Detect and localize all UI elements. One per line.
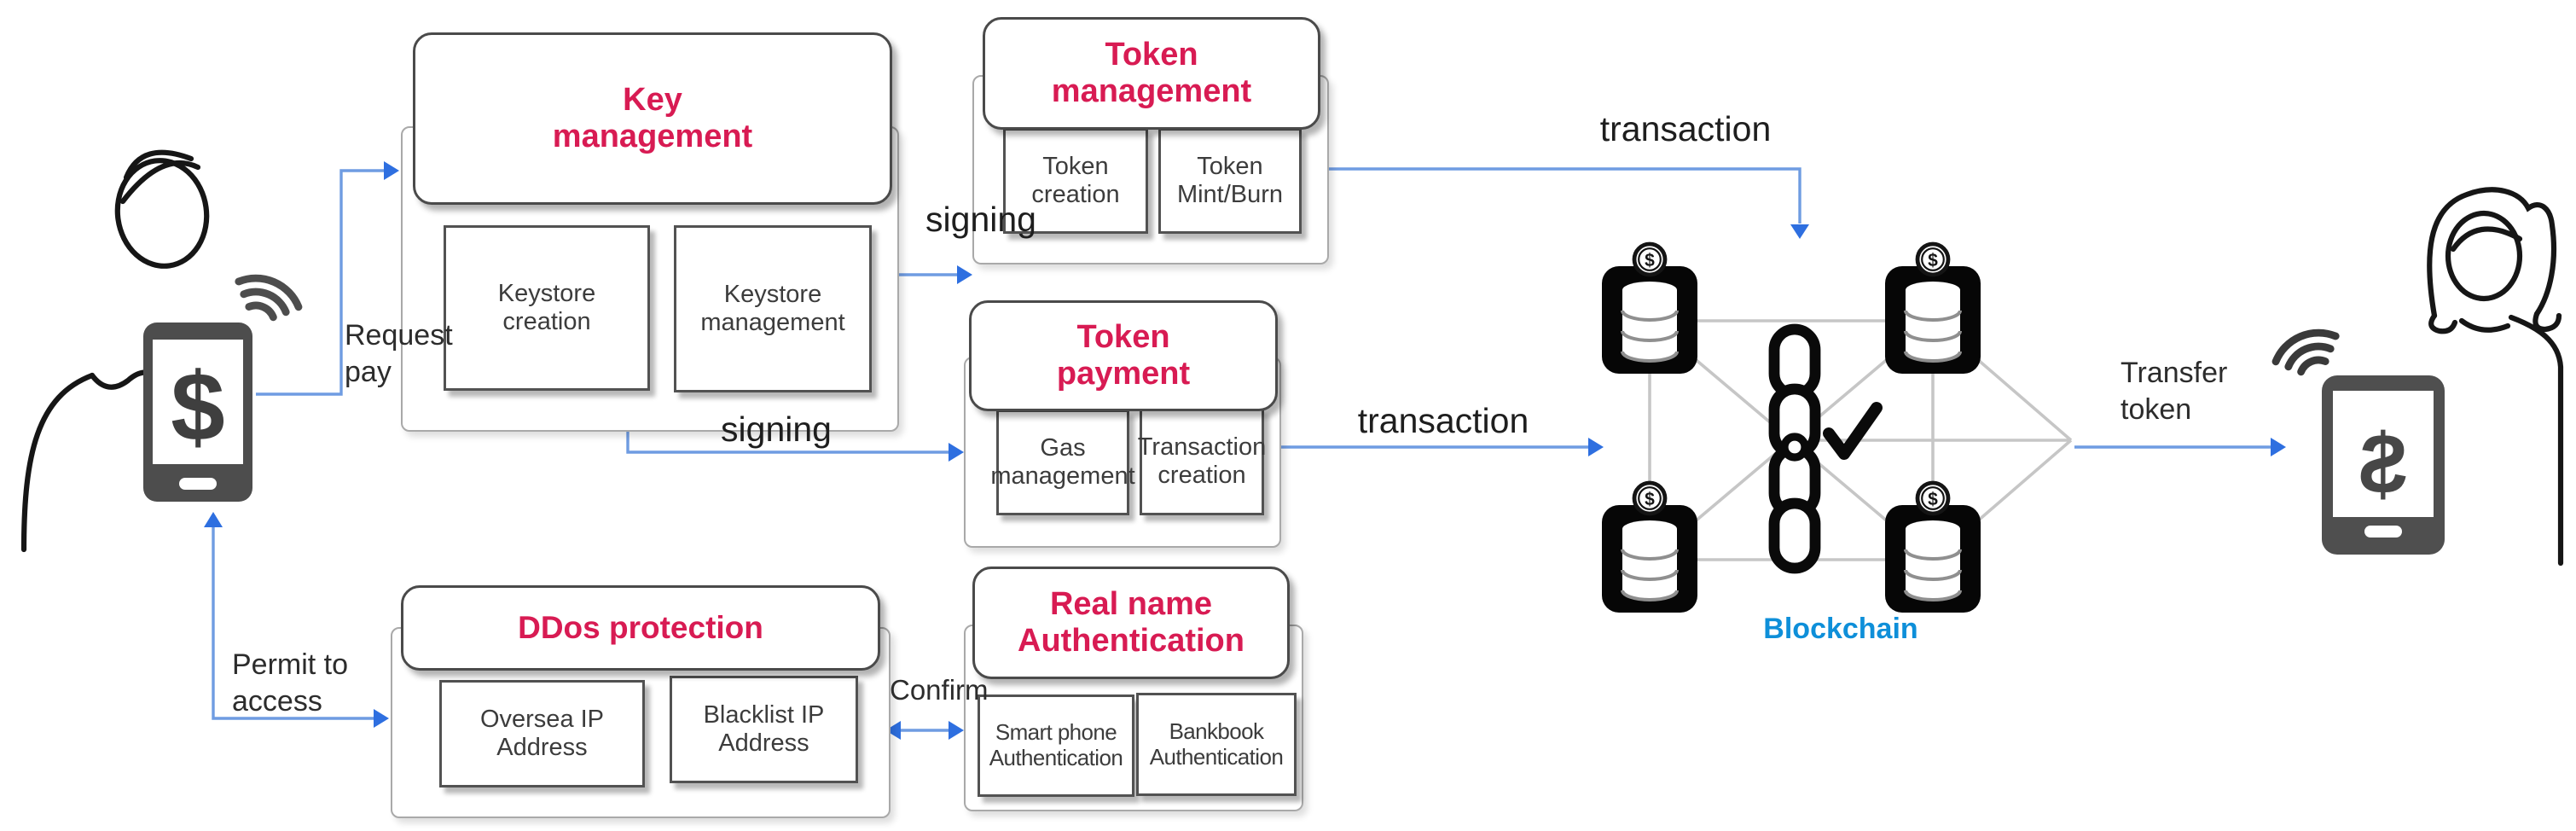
woman-shoulder bbox=[2508, 314, 2564, 567]
smartphone-right: $ bbox=[2271, 328, 2445, 555]
module-title: Token payment bbox=[969, 300, 1278, 411]
module-title: Key management bbox=[413, 32, 892, 205]
module-box-oversea-ip: Oversea IP Address bbox=[439, 680, 645, 787]
database-icon bbox=[1621, 282, 1679, 363]
blockchain-node-top-left: $ bbox=[1602, 241, 1697, 374]
man-hair bbox=[123, 149, 194, 181]
dollar-symbol: $ bbox=[171, 353, 224, 462]
label-signing-top: signing bbox=[925, 200, 1036, 239]
confirm-arrow bbox=[885, 721, 964, 740]
wifi-icon bbox=[2271, 328, 2340, 376]
label-transaction-bottom: transaction bbox=[1357, 401, 1529, 440]
module-title: Real name Authentication bbox=[972, 567, 1290, 679]
coin-icon: $ bbox=[1915, 480, 1951, 516]
blockchain-node-bottom-right: $ bbox=[1885, 480, 1981, 613]
module-box-transaction-creation: Transaction creation bbox=[1138, 408, 1266, 515]
module-ddos-protection: DDos protection Oversea IP Address Black… bbox=[391, 585, 891, 822]
database-icon bbox=[1904, 282, 1962, 363]
transfer-token-arrow bbox=[2074, 438, 2286, 456]
woman-face bbox=[2445, 210, 2523, 302]
module-box-token-mint-burn: Token Mint/Burn bbox=[1158, 128, 1302, 234]
blockchain-network: $ $ bbox=[1602, 241, 2073, 613]
label-transfer-token: Transfer token bbox=[2121, 357, 2228, 426]
man-hair-fringe bbox=[119, 160, 201, 205]
svg-text:$: $ bbox=[1645, 251, 1655, 270]
person-female-icon bbox=[2427, 187, 2564, 567]
module-box-keystore-management: Keystore management bbox=[674, 225, 872, 392]
svg-text:$: $ bbox=[1645, 490, 1655, 509]
chain-icon bbox=[1768, 323, 1821, 574]
woman-hair-flip-left bbox=[2428, 312, 2458, 334]
svg-text:$: $ bbox=[1928, 490, 1938, 509]
signing-top-arrow bbox=[899, 265, 972, 284]
module-box-blacklist-ip: Blacklist IP Address bbox=[670, 676, 858, 783]
signing-bottom-arrow bbox=[626, 428, 964, 462]
flow-arrows bbox=[204, 161, 2286, 740]
module-box-gas-management: Gas management bbox=[990, 410, 1135, 515]
svg-text:$: $ bbox=[1928, 251, 1938, 270]
database-icon bbox=[1904, 520, 1962, 601]
module-real-name-authentication: Real name Authentication Smart phone Aut… bbox=[964, 567, 1303, 811]
module-box-bankbook-auth: Bankbook Authentication bbox=[1136, 693, 1297, 796]
woman-hair bbox=[2427, 187, 2557, 319]
checkmark-icon bbox=[1823, 402, 1883, 460]
smartphone-left: $ bbox=[143, 274, 303, 502]
coin-icon: $ bbox=[1632, 480, 1668, 516]
woman-fringe bbox=[2450, 226, 2523, 253]
man-arm bbox=[20, 372, 96, 553]
label-transaction-top: transaction bbox=[1599, 109, 1772, 148]
module-key-management: Key management Keystore creation Keystor… bbox=[401, 32, 899, 433]
transaction-top-arrow bbox=[1326, 167, 1809, 239]
phone-screen bbox=[2333, 391, 2434, 517]
man-head bbox=[114, 158, 210, 269]
label-permit-to-access: Permit to access bbox=[232, 648, 349, 718]
label-confirm: Confirm bbox=[890, 674, 989, 706]
request-pay-arrow bbox=[256, 161, 399, 396]
label-request-pay: Request pay bbox=[345, 319, 453, 388]
phone-home-button bbox=[2364, 526, 2402, 538]
module-token-payment: Token payment Gas management Transaction… bbox=[964, 300, 1281, 548]
wifi-icon bbox=[235, 274, 303, 322]
blockchain-node-bottom-left: $ bbox=[1602, 480, 1697, 613]
label-blockchain: Blockchain bbox=[1763, 613, 1918, 645]
blockchain-node-top-right: $ bbox=[1885, 241, 1981, 374]
transaction-bottom-arrow bbox=[1278, 438, 1604, 456]
module-box-keystore-creation: Keystore creation bbox=[444, 225, 650, 391]
woman-hair-flip-right bbox=[2532, 311, 2562, 333]
phone-screen bbox=[153, 340, 243, 464]
permit-to-access-arrow bbox=[204, 512, 389, 728]
coin-icon: $ bbox=[1915, 241, 1951, 277]
module-token-management: Token management Token creation Token Mi… bbox=[972, 17, 1329, 264]
module-title: Token management bbox=[983, 17, 1320, 130]
database-icon bbox=[1621, 520, 1679, 601]
phone-home-button bbox=[179, 478, 217, 490]
dollar-symbol-mirrored: $ bbox=[2359, 416, 2407, 512]
module-title: DDos protection bbox=[401, 585, 880, 671]
woman-neck bbox=[2458, 317, 2511, 333]
label-signing-bottom: signing bbox=[721, 410, 832, 449]
coin-icon: $ bbox=[1632, 241, 1668, 277]
module-box-smartphone-auth: Smart phone Authentication bbox=[978, 694, 1134, 797]
